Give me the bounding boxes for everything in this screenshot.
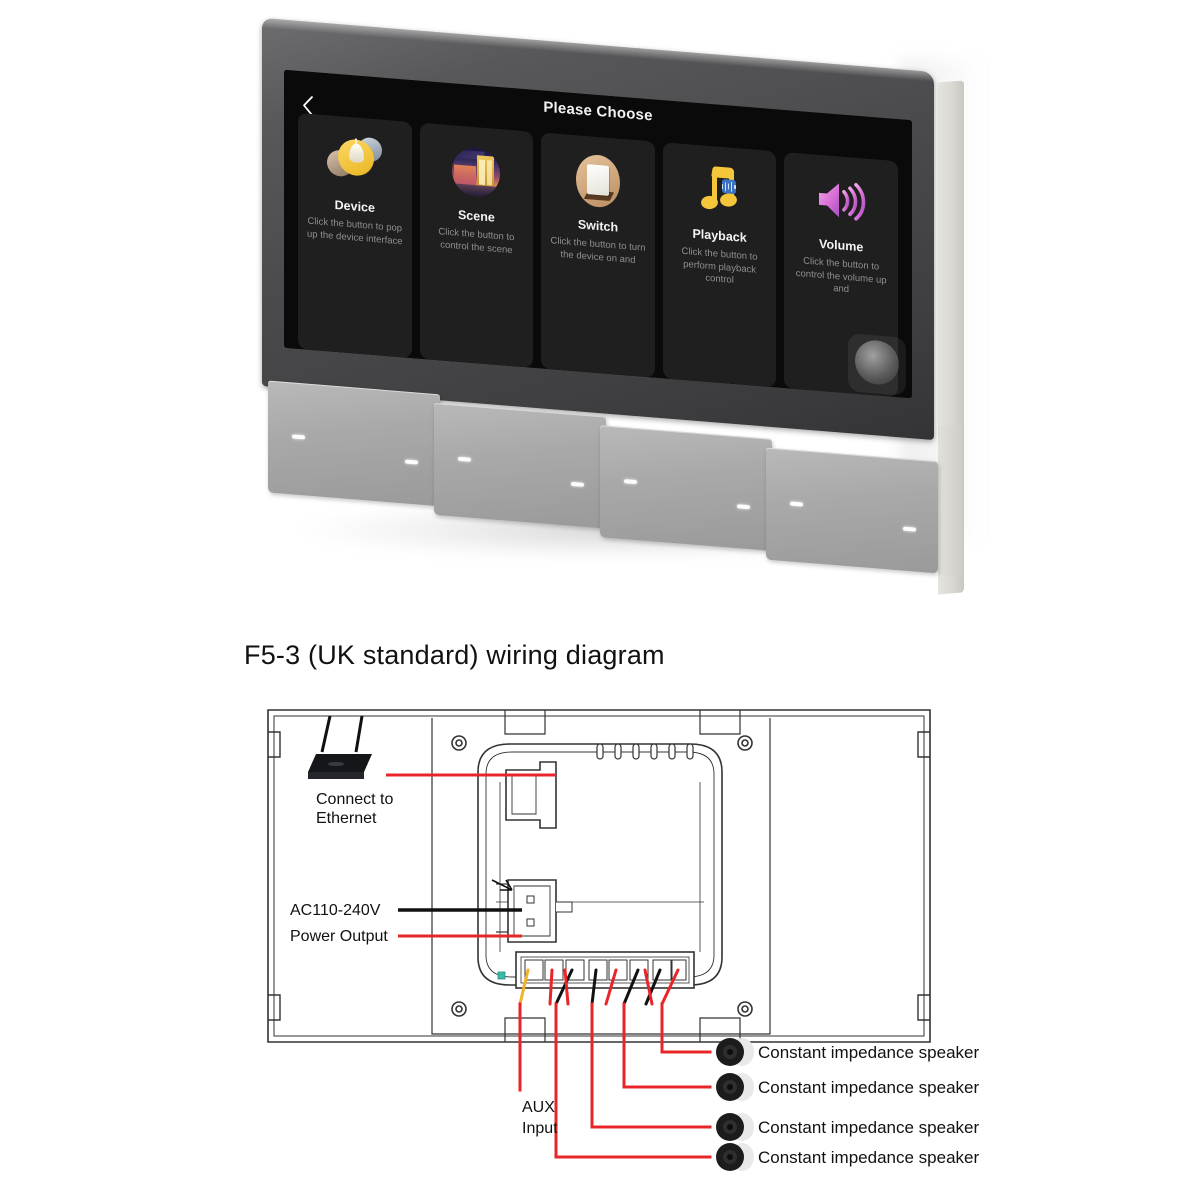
card-device[interactable]: Device Click the button to pop up the de… xyxy=(298,112,412,359)
led-indicator xyxy=(405,459,418,465)
wiring-diagram-section: F5-3 (UK standard) wiring diagram xyxy=(0,612,1200,1200)
physical-button-3[interactable] xyxy=(600,425,772,552)
device-side-face-lower xyxy=(938,424,962,577)
speaker-wave-icon xyxy=(813,170,869,231)
speaker-4 xyxy=(716,1143,754,1171)
speaker-label-1: Constant impedance speaker xyxy=(758,1043,979,1062)
ethernet-jack xyxy=(505,761,557,829)
physical-button-2[interactable] xyxy=(434,402,606,529)
device-lamp-icon xyxy=(326,131,383,192)
card-list: Device Click the button to pop up the de… xyxy=(298,112,898,398)
ethernet-label-line1: Connect to xyxy=(316,791,393,808)
power-output-label: Power Output xyxy=(290,928,388,945)
card-playback[interactable]: Playback Click the button to perform pla… xyxy=(662,142,777,388)
back-chevron-icon[interactable] xyxy=(300,93,316,118)
speaker-label-3: Constant impedance speaker xyxy=(758,1118,979,1137)
status-led xyxy=(497,971,506,980)
speaker-2 xyxy=(716,1073,754,1101)
speaker-label-4: Constant impedance speaker xyxy=(758,1148,979,1167)
ethernet-label-line2: Ethernet xyxy=(316,810,377,827)
led-indicator xyxy=(624,479,637,485)
card-description: Click the button to control the scene xyxy=(438,226,515,256)
power-arrow xyxy=(491,879,513,891)
led-indicator xyxy=(458,456,471,462)
wall-panel-device: Please Choose Device xyxy=(262,18,964,595)
physical-button-1[interactable] xyxy=(268,380,440,507)
card-title: Switch xyxy=(577,217,619,235)
aux-label-line1: AUX xyxy=(522,1099,555,1116)
pin-header xyxy=(596,743,694,760)
led-indicator xyxy=(737,504,750,510)
aux-label-line2: Input xyxy=(522,1120,558,1137)
bezel-highlight xyxy=(262,18,934,83)
led-indicator xyxy=(292,434,305,440)
card-volume[interactable]: Volume Click the button to control the v… xyxy=(784,152,898,398)
touchscreen[interactable]: Please Choose Device xyxy=(284,69,912,399)
wall-panel-product-image: Please Choose Device xyxy=(0,0,1200,600)
device-bezel: Please Choose Device xyxy=(262,18,934,441)
ac-power-label: AC110-240V xyxy=(290,902,381,919)
card-switch[interactable]: Switch Click the button to turn the devi… xyxy=(541,132,655,378)
card-description: Click the button to control the volume u… xyxy=(795,255,887,296)
terminal-block xyxy=(515,951,695,989)
speaker-3 xyxy=(716,1113,754,1141)
led-indicator xyxy=(903,526,916,532)
speaker-leader-wires xyxy=(518,1002,712,1159)
speaker-label-2: Constant impedance speaker xyxy=(758,1078,979,1097)
led-indicator xyxy=(790,501,803,507)
physical-button-4[interactable] xyxy=(766,447,938,574)
card-title: Volume xyxy=(819,236,864,255)
scene-room-icon xyxy=(448,141,504,202)
card-description: Click the button to perform playback con… xyxy=(681,245,758,286)
music-note-icon xyxy=(692,161,748,222)
card-title: Playback xyxy=(692,226,747,245)
screen-glow-orb[interactable] xyxy=(848,333,906,396)
speaker-1 xyxy=(716,1038,754,1066)
router-icon xyxy=(308,715,372,779)
power-connector xyxy=(496,879,573,943)
card-scene[interactable]: Scene Click the button to control the sc… xyxy=(419,122,534,368)
card-title: Device xyxy=(334,197,375,216)
card-title: Scene xyxy=(457,207,495,225)
card-description: Click the button to pop up the device in… xyxy=(307,215,403,247)
wall-switch-icon xyxy=(570,151,626,212)
wiring-diagram-graphic: Connect to Ethernet AC110-240V Power Out… xyxy=(267,709,979,1171)
terminal-wires xyxy=(518,968,680,1006)
backbox-outline xyxy=(267,709,931,1043)
card-description: Click the button to turn the device on a… xyxy=(550,235,646,266)
led-indicator xyxy=(571,481,584,487)
wiring-diagram-title: F5-3 (UK standard) wiring diagram xyxy=(244,640,665,670)
